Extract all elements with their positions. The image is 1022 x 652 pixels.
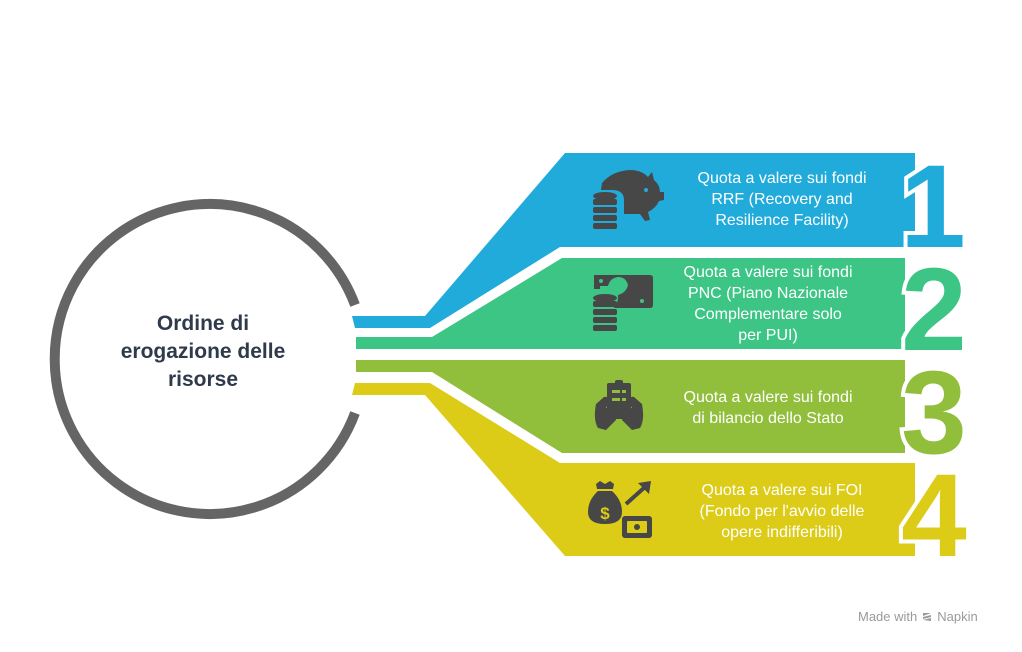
step-number-2: 2 (897, 240, 971, 380)
step-4-label-line: Quota a valere sui FOI (701, 482, 863, 499)
step-3-label-line: Quota a valere sui fondi (683, 389, 853, 406)
svg-text:1: 1 (900, 141, 966, 273)
napkin-watermark[interactable]: Made with Napkin (858, 609, 978, 624)
svg-text:2: 2 (901, 244, 967, 376)
center-title: Ordine di erogazione delle risorse (88, 310, 318, 394)
step-2-label-line: Quota a valere sui fondi (683, 264, 853, 281)
step-4-label: Quota a valere sui FOI (Fondo per l'avvi… (672, 480, 892, 543)
step-number-4: 4 (897, 446, 971, 586)
step-4-label-line: (Fondo per l'avvio delle (699, 503, 865, 520)
center-title-line: erogazione delle (120, 340, 286, 363)
hands-holding-document-icon (594, 380, 644, 430)
watermark-brand: Napkin (937, 609, 978, 624)
step-4-label-line: opere indifferibili) (721, 524, 843, 541)
watermark-prefix: Made with (858, 609, 918, 624)
svg-text:$: $ (600, 504, 610, 523)
step-3-label-line: di bilancio dello Stato (692, 410, 844, 427)
step-1-label-line: Quota a valere sui fondi (697, 170, 867, 187)
step-2-label-line: Complementare solo (694, 306, 842, 323)
svg-text:4: 4 (901, 450, 967, 582)
napkin-logo-icon (923, 612, 932, 621)
center-title-line: Ordine di (156, 312, 250, 335)
banknote-coins-icon (593, 275, 653, 331)
step-1-label-line: RRF (Recovery and (711, 191, 853, 208)
step-2-label-line: PNC (Piano Nazionale (687, 285, 849, 302)
piggy-bank-coins-icon (593, 170, 664, 229)
center-title-line: risorse (167, 368, 239, 391)
step-band-1 (352, 153, 915, 328)
step-2-label: Quota a valere sui fondi PNC (Piano Nazi… (658, 262, 878, 346)
step-number-1: 1 (896, 137, 970, 277)
step-number-3: 3 (897, 343, 971, 483)
center-circle (49, 199, 360, 519)
money-bag-growth-icon: $ (588, 481, 652, 538)
step-1-label: Quota a valere sui fondi RRF (Recovery a… (672, 168, 892, 231)
svg-text:3: 3 (901, 347, 967, 479)
step-1-label-line: Resilience Facility) (715, 212, 849, 229)
step-3-label: Quota a valere sui fondi di bilancio del… (658, 387, 878, 429)
step-2-label-line: per PUI) (738, 327, 798, 344)
step-band-4 (352, 383, 915, 556)
